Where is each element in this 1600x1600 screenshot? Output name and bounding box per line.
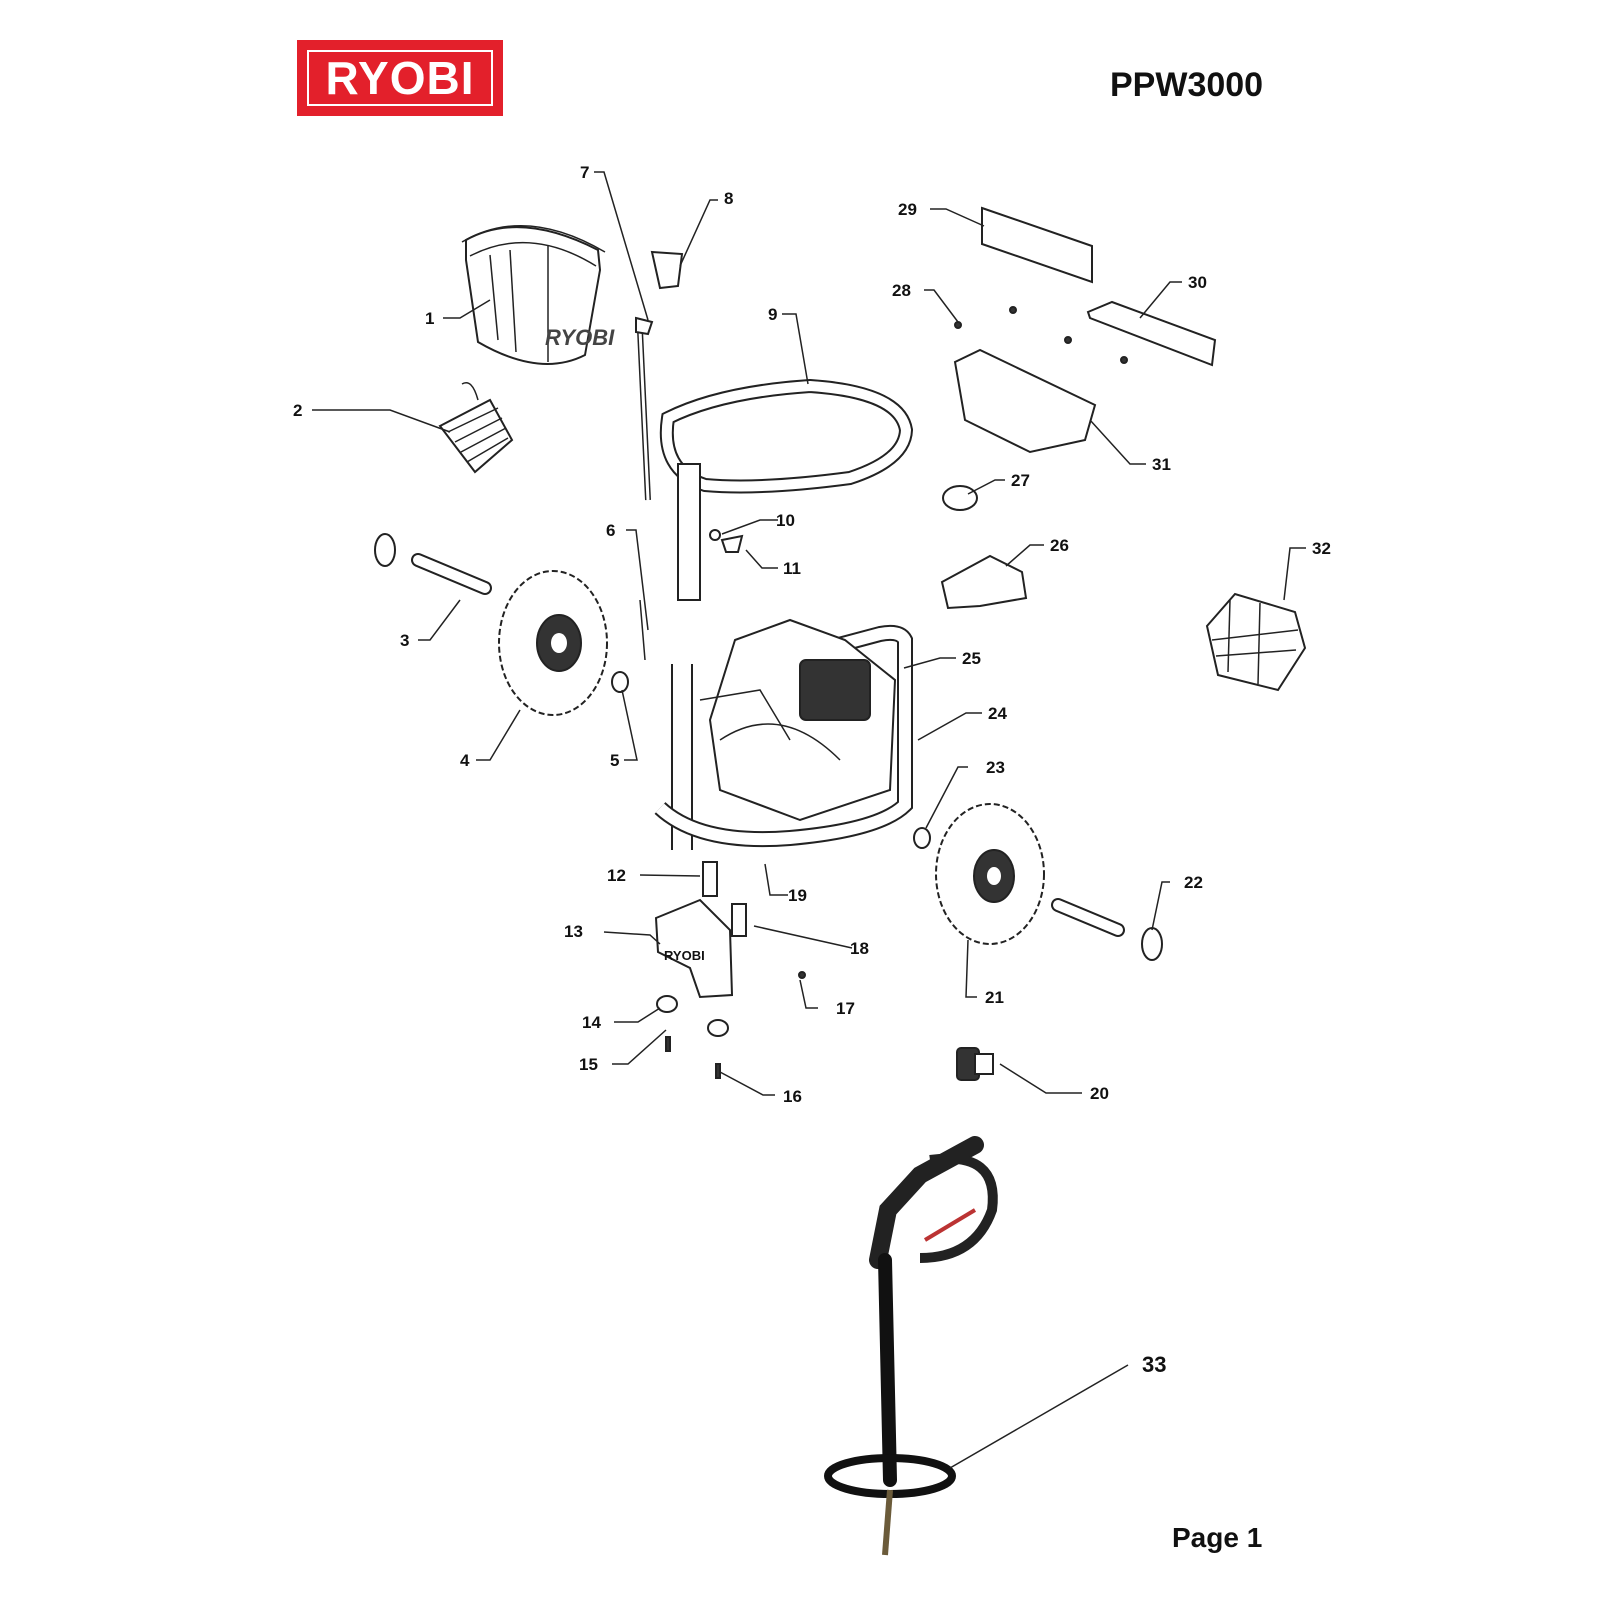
callout-25: 25 (962, 649, 981, 668)
callout-30: 30 (1188, 273, 1207, 292)
callout-18: 18 (850, 939, 869, 958)
callout-14: 14 (582, 1013, 601, 1032)
part-axle-right (1051, 898, 1163, 961)
page-number: Page 1 (1172, 1522, 1263, 1553)
callout-15: 15 (579, 1055, 598, 1074)
callout-1: 1 (425, 309, 434, 328)
callout-28: 28 (892, 281, 911, 300)
part-handle-frame (659, 378, 914, 601)
cover-logo: RYOBI (664, 948, 705, 963)
part-main-frame-engine (654, 618, 913, 850)
part-screws-28 (954, 306, 1128, 364)
part-fitting-12 (702, 861, 718, 897)
part-wheel-right (935, 803, 1045, 945)
part-cover: RYOBI (654, 898, 734, 999)
callout-2: 2 (293, 401, 302, 420)
part-bracket-26 (940, 554, 1028, 610)
part-screw-15 (665, 1036, 671, 1052)
basket-logo: RYOBI (545, 325, 615, 350)
callout-22: 22 (1184, 873, 1203, 892)
callout-32: 32 (1312, 539, 1331, 558)
callout-23: 23 (986, 758, 1005, 777)
callout-31: 31 (1152, 455, 1171, 474)
part-screw-16b (715, 1063, 721, 1079)
callout-21: 21 (985, 988, 1004, 1007)
part-wheel-left (498, 570, 608, 716)
part-washer-right (913, 827, 931, 849)
callout-13: 13 (564, 922, 583, 941)
part-foot-14 (656, 995, 678, 1013)
callout-24: 24 (988, 704, 1007, 723)
part-sleeve-18 (731, 903, 747, 937)
part-knob-11 (720, 534, 744, 553)
callout-29: 29 (898, 200, 917, 219)
callout-33: 33 (1142, 1352, 1166, 1377)
part-spray-gun-33 (824, 1136, 998, 1556)
callout-7: 7 (580, 163, 589, 182)
callout-19: 19 (788, 886, 807, 905)
part-hook (438, 382, 514, 474)
callout-27: 27 (1011, 471, 1030, 490)
part-basket: RYOBI (461, 224, 615, 365)
callout-8: 8 (724, 189, 733, 208)
callout-5: 5 (610, 751, 619, 770)
part-washer-left (611, 671, 629, 693)
part-axle-left (374, 533, 492, 595)
callout-10: 10 (776, 511, 795, 530)
callout-labels: 1 2 3 4 5 6 7 8 9 10 11 12 13 14 15 16 1… (293, 163, 1331, 1377)
callout-26: 26 (1050, 536, 1069, 555)
callout-6: 6 (606, 521, 615, 540)
part-foot-16 (707, 1019, 729, 1037)
part-cap (650, 250, 684, 290)
callout-12: 12 (607, 866, 626, 885)
model-number: PPW3000 (1110, 66, 1264, 104)
callout-16: 16 (783, 1087, 802, 1106)
part-nut-17 (798, 971, 806, 979)
callout-9: 9 (768, 305, 777, 324)
part-ring-27 (942, 485, 978, 511)
callout-3: 3 (400, 631, 409, 650)
callout-17: 17 (836, 999, 855, 1018)
logo-text: RYOBI (325, 52, 475, 104)
part-holder-31 (953, 348, 1097, 454)
part-rod (635, 316, 654, 501)
part-tray-29 (981, 206, 1093, 284)
callout-11: 11 (783, 559, 801, 578)
callout-4: 4 (460, 751, 470, 770)
part-pin (639, 599, 646, 661)
leader-lines (312, 171, 1306, 1469)
part-filter-32 (1205, 592, 1307, 692)
ryobi-logo: RYOBI (297, 40, 503, 116)
part-coupler-20 (956, 1047, 994, 1081)
callout-20: 20 (1090, 1084, 1109, 1103)
part-plate-30 (1086, 300, 1217, 367)
part-washer-10 (709, 529, 721, 541)
